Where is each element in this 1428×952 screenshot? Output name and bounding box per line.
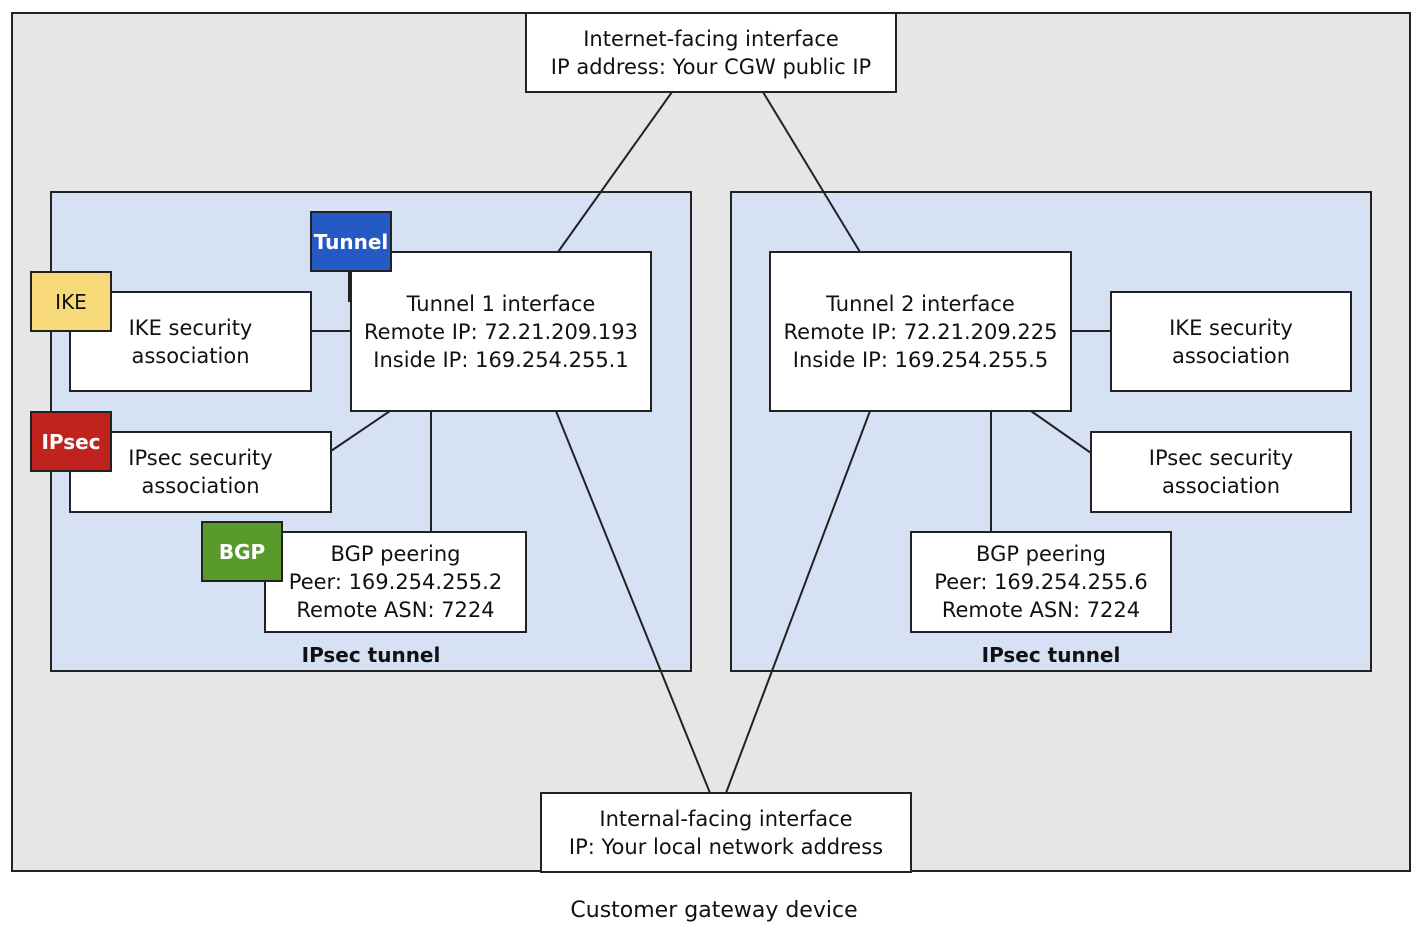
- tunnel-1-inside-ip: Inside IP: 169.254.255.1: [373, 347, 629, 372]
- internal-interface-title: Internal-facing interface: [599, 806, 853, 831]
- tunnel-2-interface-box: Tunnel 2 interface Remote IP: 72.21.209.…: [769, 251, 1072, 412]
- connector-internet-to-tunnel1: [557, 91, 673, 253]
- bgp-tag: BGP: [201, 521, 283, 582]
- connector-tunnel2-to-internal: [725, 410, 871, 794]
- connector-internet-to-tunnel2: [762, 91, 861, 253]
- tunnel-2-ipsec-sa-box: IPsec security association: [1090, 431, 1352, 513]
- tunnel-1-ipsec-sa-box: IPsec security association: [69, 431, 332, 513]
- tunnel-1-bgp-peer: Peer: 169.254.255.2: [288, 570, 503, 594]
- ike-tag-label: IKE: [55, 289, 87, 314]
- tunnel-2-title: Tunnel 2 interface: [826, 291, 1015, 316]
- tunnel-2-ike-sa-box: IKE security association: [1110, 291, 1352, 392]
- internal-interface-ip: IP: Your local network address: [568, 834, 884, 859]
- tunnel-1-bgp-box: BGP peering Peer: 169.254.255.2 Remote A…: [264, 531, 527, 633]
- tunnel-2-remote-ip: Remote IP: 72.21.209.225: [783, 319, 1058, 344]
- tunnel-2-ipsec-sa-line1: IPsec security: [1148, 446, 1294, 470]
- internet-interface-ip: IP address: Your CGW public IP: [550, 54, 872, 79]
- ipsec-tag: IPsec: [30, 411, 112, 472]
- tunnel-1-title: Tunnel 1 interface: [406, 291, 596, 316]
- tunnel-2-group-label: IPsec tunnel: [981, 643, 1121, 667]
- tunnel-2-bgp-title: BGP peering: [976, 542, 1106, 566]
- tunnel-tag-label: Tunnel: [313, 229, 389, 254]
- connector-tunnel1-to-internal: [555, 410, 711, 794]
- internet-interface-title: Internet-facing interface: [583, 26, 839, 51]
- ipsec-tag-label: IPsec: [41, 429, 101, 454]
- tunnel-1-ipsec-sa-line1: IPsec security: [128, 446, 273, 470]
- ike-tag: IKE: [30, 271, 112, 332]
- tunnel-2-bgp-peer: Peer: 169.254.255.6: [934, 570, 1148, 594]
- tunnel-2-ipsec-sa-line2: association: [1161, 474, 1281, 498]
- tunnel-1-bgp-title: BGP peering: [330, 542, 461, 566]
- tunnel-2-ike-sa-line1: IKE security: [1169, 315, 1293, 340]
- tunnel-1-ike-sa-line1: IKE security: [128, 315, 253, 340]
- tunnel-2-ike-sa-line2: association: [1171, 343, 1291, 368]
- tunnel-2-inside-ip: Inside IP: 169.254.255.5: [792, 347, 1049, 372]
- tunnel-1-bgp-asn: Remote ASN: 7224: [296, 598, 495, 622]
- tunnel-2-bgp-asn: Remote ASN: 7224: [941, 598, 1141, 622]
- tunnel-1-interface-box: Tunnel 1 interface Remote IP: 72.21.209.…: [350, 251, 652, 412]
- device-caption: Customer gateway device: [570, 898, 858, 923]
- tunnel-1-ike-sa-line2: association: [131, 343, 250, 368]
- tunnel-2-bgp-box: BGP peering Peer: 169.254.255.6 Remote A…: [910, 531, 1172, 633]
- tunnel-1-ipsec-sa-line2: association: [141, 474, 260, 498]
- internal-facing-interface-box: Internal-facing interface IP: Your local…: [540, 792, 912, 873]
- connector-tunnel1-to-ipsec: [330, 410, 391, 452]
- tunnel-tag: Tunnel: [310, 211, 392, 272]
- connector-tunnel2-to-ipsec: [1030, 410, 1092, 454]
- tunnel-1-group-label: IPsec tunnel: [301, 643, 441, 667]
- bgp-tag-label: BGP: [218, 539, 266, 564]
- tunnel-1-remote-ip: Remote IP: 72.21.209.193: [364, 319, 638, 344]
- internet-facing-interface-box: Internet-facing interface IP address: Yo…: [525, 12, 897, 93]
